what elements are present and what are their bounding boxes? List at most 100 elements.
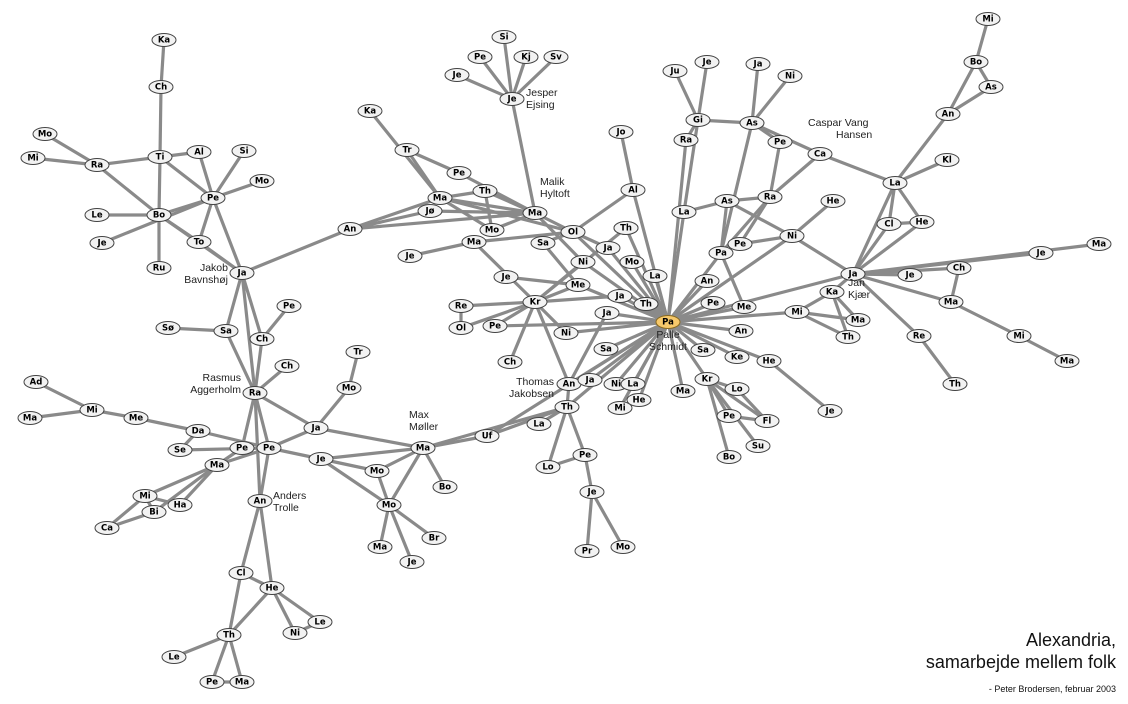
node[interactable]: Bo [432,480,458,494]
node[interactable]: Ja [303,421,329,435]
node[interactable]: Pe [199,675,225,689]
node[interactable]: Je [308,452,334,466]
node[interactable]: Le [307,615,333,629]
node[interactable]: Bi [141,505,167,519]
node[interactable]: Th [942,377,968,391]
node[interactable]: Ol [448,321,474,335]
node[interactable]: Kr [522,295,548,309]
node[interactable]: Bo [716,450,742,464]
node[interactable]: Je [897,268,923,282]
node[interactable]: Br [421,531,447,545]
node[interactable]: Pe [200,191,226,205]
node[interactable]: Th [472,184,498,198]
node[interactable]: Sø [155,321,181,335]
node[interactable]: He [756,354,782,368]
node[interactable]: Ni [777,69,803,83]
node[interactable]: Ru [146,261,172,275]
node[interactable]: Ra [242,386,268,400]
node[interactable]: Mi [975,12,1001,26]
node[interactable]: To [186,235,212,249]
node[interactable]: An [728,324,754,338]
node[interactable]: Kr [694,372,720,386]
node[interactable]: Ch [148,80,174,94]
node[interactable]: Ma [410,441,436,455]
node[interactable]: Mo [364,464,390,478]
node[interactable]: Me [731,300,757,314]
node[interactable]: As [714,194,740,208]
node[interactable]: Se [167,443,193,457]
node[interactable]: An [247,494,273,508]
node[interactable]: Ma [204,458,230,472]
node[interactable]: Pe [767,135,793,149]
node[interactable]: Sa [593,342,619,356]
node[interactable]: Su [745,439,771,453]
node[interactable]: Mi [1006,329,1032,343]
node[interactable]: As [739,116,765,130]
node[interactable]: Le [84,208,110,222]
node[interactable]: Ha [167,498,193,512]
node[interactable]: Ja [595,241,621,255]
node[interactable]: Pe [572,448,598,462]
node[interactable]: Uf [474,429,500,443]
node[interactable]: Ke [724,350,750,364]
node[interactable]: Ka [151,33,177,47]
node[interactable]: Th [633,297,659,311]
node[interactable]: Mi [20,151,46,165]
node[interactable]: Le [161,650,187,664]
node[interactable]: Ja [577,373,603,387]
node[interactable]: Th [613,221,639,235]
node[interactable]: Gi [685,113,711,127]
node[interactable]: Pe [700,296,726,310]
node[interactable]: Jo [608,125,634,139]
node[interactable]: Sv [543,50,569,64]
node[interactable]: Je [493,270,519,284]
node[interactable]: Kl [934,153,960,167]
node[interactable]: Ja [594,306,620,320]
node[interactable]: Ma [229,675,255,689]
node[interactable]: Mo [249,174,275,188]
node[interactable]: Je [444,68,470,82]
node[interactable]: Pr [574,544,600,558]
node[interactable]: Mi [607,401,633,415]
node[interactable]: La [882,176,908,190]
node[interactable]: La [642,269,668,283]
node[interactable]: Lo [535,460,561,474]
node[interactable]: Al [186,145,212,159]
node-highlighted[interactable]: Pa [655,315,681,329]
node[interactable]: Pe [727,237,753,251]
node[interactable]: An [935,107,961,121]
node[interactable]: Ja [840,267,866,281]
node[interactable]: Bo [146,208,172,222]
node[interactable]: Ju [662,64,688,78]
node[interactable]: An [556,377,582,391]
node[interactable]: An [337,222,363,236]
node[interactable]: Re [448,299,474,313]
node[interactable]: Ma [845,313,871,327]
node[interactable]: He [259,581,285,595]
node[interactable]: Pe [256,441,282,455]
node[interactable]: Ma [461,235,487,249]
node[interactable]: Ni [282,626,308,640]
node[interactable]: Me [123,411,149,425]
node[interactable]: Ni [779,229,805,243]
node[interactable]: Pe [482,319,508,333]
node[interactable]: Ni [553,326,579,340]
node[interactable]: Ra [757,190,783,204]
node[interactable]: Ca [807,147,833,161]
node[interactable]: Ja [229,266,255,280]
node[interactable]: An [694,274,720,288]
node[interactable]: Jø [417,204,443,218]
node[interactable]: Ch [497,355,523,369]
node[interactable]: Je [399,555,425,569]
node[interactable]: Th [835,330,861,344]
node[interactable]: Je [499,92,525,106]
node[interactable]: Cl [228,566,254,580]
node[interactable]: Mo [610,540,636,554]
node[interactable]: La [671,205,697,219]
node[interactable]: Al [620,183,646,197]
node[interactable]: He [909,215,935,229]
node[interactable]: He [626,393,652,407]
node[interactable]: Je [694,55,720,69]
node[interactable]: Pe [276,299,302,313]
node[interactable]: Ni [570,255,596,269]
